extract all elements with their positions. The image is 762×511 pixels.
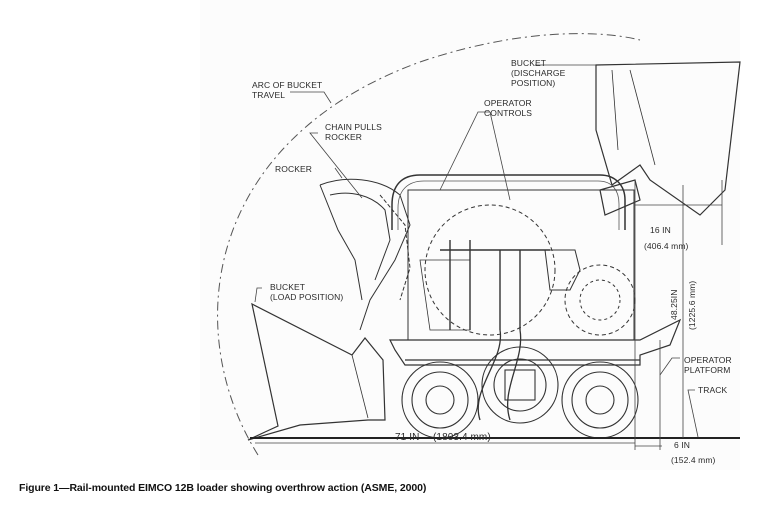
dimension-height-mm: (1225.6 mm) — [687, 280, 697, 330]
label-rocker: ROCKER — [275, 164, 312, 174]
dimension-overhang-in: 16 IN — [650, 225, 671, 235]
bucket-discharge-shape — [595, 61, 741, 216]
dimension-platform-in: 6 IN — [674, 440, 690, 450]
dimension-lines — [255, 180, 723, 450]
label-bucket-load-position: BUCKET (LOAD POSITION) — [270, 282, 344, 302]
label-operator-controls: OPERATOR CONTROLS — [484, 98, 533, 118]
dimension-height-in: 48.25IN — [669, 289, 679, 320]
bucket-travel-arc — [217, 33, 641, 456]
figure-caption: Figure 1—Rail-mounted EIMCO 12B loader s… — [19, 482, 427, 494]
bucket-load-shape — [247, 302, 386, 441]
dimension-platform-mm: (152.4 mm) — [671, 455, 716, 465]
label-bucket-discharge-position: BUCKET (DISCHARGE POSITION) — [511, 58, 566, 88]
loader-chassis — [389, 318, 682, 366]
label-arc-of-bucket-travel: ARC OF BUCKET TRAVEL — [252, 80, 323, 100]
dimension-overhang-mm: (406.4 mm) — [644, 241, 689, 251]
dimension-length-in: 71 IN — [395, 432, 420, 443]
label-operator-platform: OPERATOR PLATFORM — [684, 355, 732, 375]
drawing-background — [200, 0, 740, 470]
operator-cage — [391, 174, 626, 230]
dimension-length-mm: (1803.4 mm) — [433, 432, 491, 443]
label-track: TRACK — [698, 385, 728, 395]
leader-lines — [254, 64, 699, 438]
operator-cage-inner — [397, 180, 620, 230]
label-chain-pulls-rocker: CHAIN PULLS ROCKER — [325, 122, 382, 142]
